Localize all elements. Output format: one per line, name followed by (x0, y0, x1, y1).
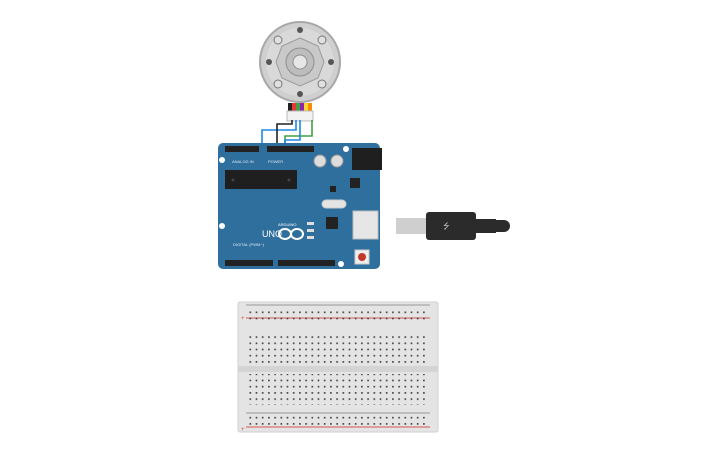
power-label: POWER (268, 159, 283, 164)
rail-plus-label-bottom: + (241, 427, 245, 433)
digital-label: DIGITAL (PWM~) (233, 242, 265, 247)
wire-black (276, 120, 293, 148)
rail-plus-label: + (241, 316, 245, 322)
breadboard[interactable]: + + (237, 301, 439, 433)
arduino-uno[interactable]: ANALOG IN POWER UNO ARDUINO DIGITA (218, 143, 382, 269)
analog-label: ANALOG IN (232, 159, 254, 164)
usb-icon: ⭍ (443, 222, 450, 231)
arduino-brand-text: ARDUINO (278, 222, 296, 227)
usb-cable[interactable]: ⭍ (396, 212, 510, 240)
uno-text: UNO (262, 229, 282, 239)
stepper-motor[interactable] (259, 21, 341, 122)
